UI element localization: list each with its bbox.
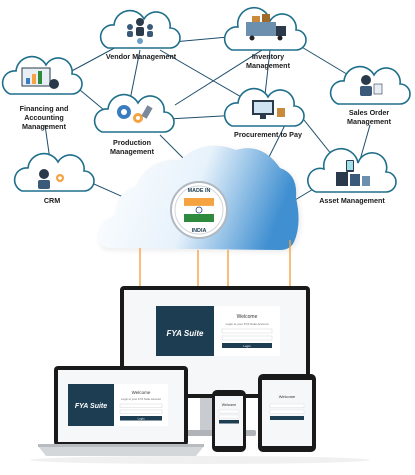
sales-person-icon xyxy=(360,75,383,96)
monitor-heading: Welcome xyxy=(237,314,258,320)
made-in-india-badge: MADE IN INDIA xyxy=(170,181,228,239)
badge-bottom-text: INDIA xyxy=(192,228,207,234)
tablet: Welcome xyxy=(258,374,316,452)
laptop-login-button[interactable] xyxy=(120,416,162,421)
crm-agent-icon xyxy=(38,169,64,189)
monitor-brand: FYA Suite xyxy=(167,329,204,338)
label-sales-order-management: Sales Order Management xyxy=(347,108,391,126)
computer-procurement-icon xyxy=(252,100,285,119)
label-production-management: Production Management xyxy=(110,138,154,156)
devices-asset-icon xyxy=(336,160,370,186)
tablet-heading: Welcome xyxy=(279,394,296,399)
smartphone: Welcome xyxy=(212,390,246,452)
laptop-subheading: Login to your FYA Suite Account xyxy=(121,397,161,401)
people-group-icon xyxy=(127,18,153,44)
laptop: FYA Suite Welcome Login to your FYA Suit… xyxy=(38,366,204,456)
laptop-password-field[interactable] xyxy=(119,409,163,414)
label-financing-accounting-management: Financing and Accounting Management xyxy=(19,104,69,131)
laptop-heading: Welcome xyxy=(132,390,151,395)
label-inventory-management: Inventory Management xyxy=(246,52,290,70)
laptop-brand: FYA Suite xyxy=(75,403,107,410)
monitor-username-field[interactable] xyxy=(221,328,273,334)
label-procurement-to-pay: Procurement to Pay xyxy=(234,130,302,139)
gears-icon xyxy=(117,105,153,123)
monitor-password-field[interactable] xyxy=(221,335,273,341)
monitor-login-label: Login xyxy=(243,344,251,348)
cloud-production xyxy=(93,93,175,133)
monitor-login-button[interactable] xyxy=(222,343,272,348)
analytics-chart-icon xyxy=(21,67,59,89)
tablet-login-button[interactable] xyxy=(270,416,304,420)
label-vendor-management: Vendor Management xyxy=(105,52,177,61)
delivery-truck-icon xyxy=(246,14,286,41)
phone-heading: Welcome xyxy=(222,403,237,407)
laptop-login-label: Login xyxy=(138,417,145,421)
label-asset-management: Asset Management xyxy=(319,196,385,205)
badge-top-text: MADE IN xyxy=(188,188,211,194)
label-crm: CRM xyxy=(43,196,61,205)
monitor-subheading: Login to your FYA Suite Account xyxy=(226,322,269,326)
cloud-salesorder xyxy=(329,65,411,105)
phone-login-button[interactable] xyxy=(219,420,239,424)
cloud-crm xyxy=(13,152,95,192)
laptop-username-field[interactable] xyxy=(119,403,163,408)
